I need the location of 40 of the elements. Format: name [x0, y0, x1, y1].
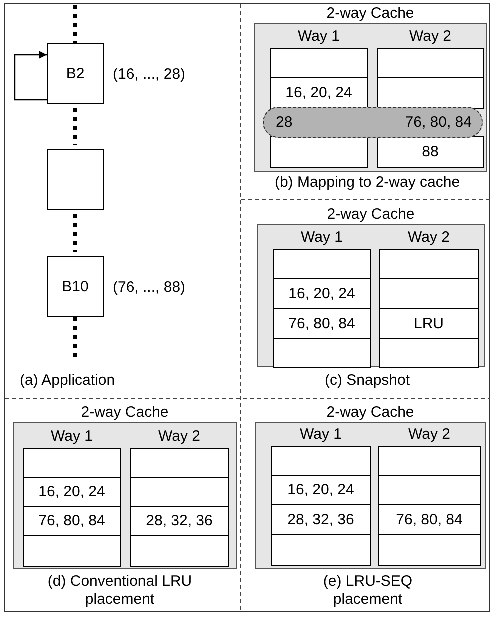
block-box — [47, 149, 104, 210]
panel-caption: (e) LRU-SEQ placement — [322, 573, 414, 609]
cache-title: 2-way Cache — [81, 404, 169, 421]
panel-caption: (c) Snapshot — [324, 372, 412, 390]
block-label: B2 — [66, 65, 85, 82]
address-range: (16, ..., 28) — [113, 66, 186, 82]
cell-text: 28, 32, 36 — [288, 511, 354, 528]
cell-text: 16, 20, 24 — [38, 484, 106, 501]
cell-text: 16, 20, 24 — [286, 84, 352, 102]
dotted-line — [74, 5, 78, 43]
cell-text: 76, 80, 84 — [396, 511, 463, 528]
cell-text: 76, 80, 84 — [38, 512, 106, 530]
cell-text: 16, 20, 24 — [288, 285, 356, 302]
panel-caption: (d) Conventional LRU placement — [46, 573, 194, 609]
way-label: Way 2 — [408, 426, 450, 443]
panel-caption: (b) Mapping to 2-way cache — [274, 174, 462, 192]
way-label: Way 1 — [301, 229, 343, 246]
dotted-line — [74, 317, 78, 358]
panel-caption: (a) Application — [20, 372, 116, 390]
cell-text: LRU — [414, 315, 444, 332]
cache-title: 2-way Cache — [326, 404, 414, 421]
cell-text: 76, 80, 84 — [288, 315, 356, 332]
way-label: Way 1 — [300, 426, 342, 443]
loop-arrow — [14, 51, 47, 101]
dotted-line — [74, 214, 78, 252]
cell-text: 88 — [422, 143, 439, 160]
cell-text: 28 — [276, 114, 293, 131]
cache-title: 2-way Cache — [327, 206, 415, 223]
way-label: Way 2 — [410, 28, 452, 45]
address-range: (76, ..., 88) — [113, 278, 186, 296]
way-label: Way 2 — [408, 229, 450, 246]
dotted-line — [74, 108, 78, 145]
block-label: B10 — [62, 278, 89, 295]
cell-text: 28, 32, 36 — [146, 512, 213, 530]
cell-text: 76, 80, 84 — [405, 114, 472, 131]
way-label: Way 1 — [298, 28, 340, 45]
way-label: Way 2 — [158, 428, 200, 445]
cell-text: 16, 20, 24 — [288, 482, 354, 499]
cache-title: 2-way Cache — [326, 5, 414, 22]
way-label: Way 1 — [51, 428, 93, 445]
